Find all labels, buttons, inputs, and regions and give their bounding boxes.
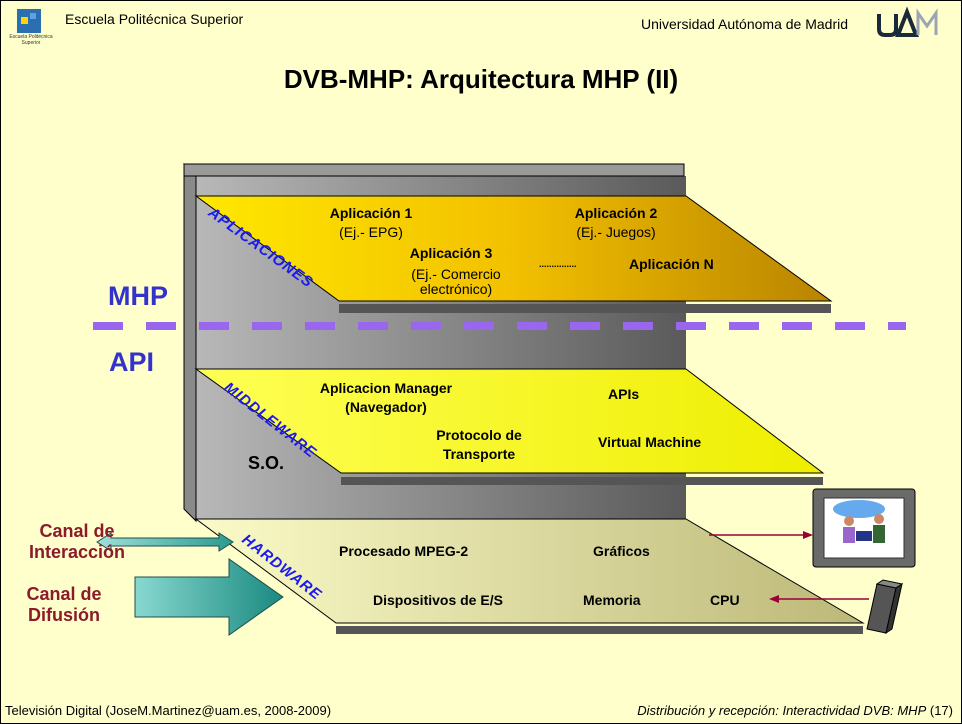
graphics-label: Gráficos: [593, 543, 650, 559]
remote-icon: [866, 579, 904, 635]
mhp-label: MHP: [108, 281, 168, 311]
hardware-layer: [194, 518, 865, 624]
eps-logo-text: Escuela Politécnica Superior: [9, 34, 53, 46]
apis-label: APIs: [608, 386, 640, 402]
apps-ellipsis: ...............: [539, 259, 577, 269]
io-devices-label: Dispositivos de E/S: [373, 592, 503, 608]
application-manager: Aplicacion Manager(Navegador): [319, 380, 453, 415]
apps-layer: [194, 195, 833, 302]
virtual-machine-label: Virtual Machine: [598, 434, 702, 450]
app-2: Aplicación 2(Ej.- Juegos): [574, 205, 658, 240]
uam-logo: [877, 6, 938, 37]
left-edge: [183, 162, 197, 523]
page-title: DVB-MHP: Arquitectura MHP (II): [283, 64, 679, 94]
app-n: Aplicación N: [629, 256, 714, 272]
apps-shelf-shadow: [339, 304, 831, 313]
cpu-label: CPU: [710, 592, 740, 608]
os-label: S.O.: [248, 453, 285, 473]
footer-right: Distribución y recepción: Interactividad…: [637, 703, 953, 718]
middleware-layer: [194, 368, 825, 474]
tv-icon: [812, 488, 916, 568]
app-1: Aplicación 1(Ej.- EPG): [329, 205, 413, 240]
middleware-shelf-shadow: [341, 477, 823, 485]
eps-logo: [17, 9, 41, 33]
broadcast-arrow: [134, 558, 284, 636]
footer-left: Televisión Digital (JoseM.Martinez@uam.e…: [5, 703, 332, 718]
university-name: Universidad Autónoma de Madrid: [641, 16, 849, 32]
memory-label: Memoria: [583, 592, 641, 608]
mpeg-processing-label: Procesado MPEG-2: [339, 543, 469, 559]
app-3: Aplicación 3: [409, 245, 493, 261]
school-name: Escuela Politécnica Superior: [65, 11, 244, 27]
hardware-shelf-shadow: [336, 626, 863, 634]
api-label: API: [109, 347, 155, 377]
top-edge: [183, 163, 685, 177]
interaction-arrow: [96, 532, 234, 552]
